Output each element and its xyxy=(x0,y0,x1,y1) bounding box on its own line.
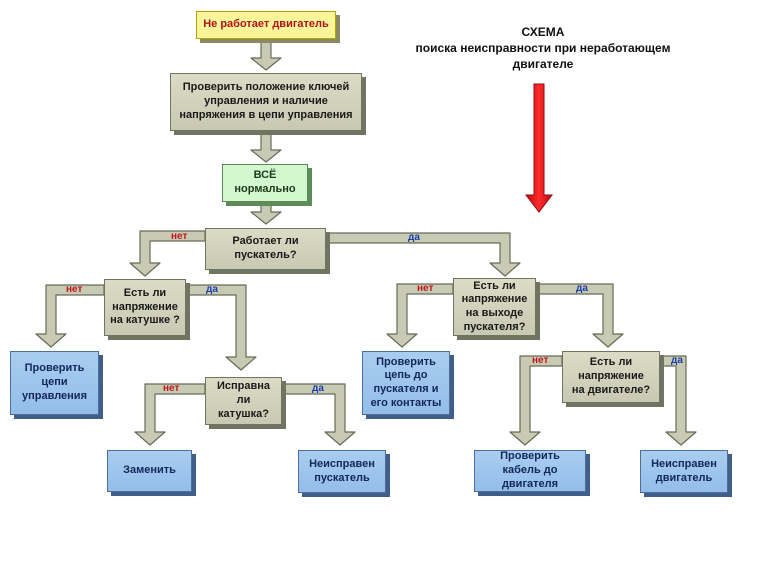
arrow-coil-voltage-yes xyxy=(185,284,257,371)
box-coil-voltage: Есть ли напряжение на катушке ? xyxy=(104,279,186,336)
box-coil-ok: Исправна ли катушка? xyxy=(205,377,282,425)
box-check-control: Проверить цепи управления xyxy=(10,351,99,415)
box-check-keys: Проверить положение ключей управления и … xyxy=(170,73,362,131)
box-starter-faulty: Неисправен пускатель xyxy=(298,450,386,493)
title-line-3: двигателе xyxy=(512,57,574,72)
label-coil-voltage-yes: да xyxy=(206,284,218,295)
arrow-check-to-ok xyxy=(250,131,282,163)
box-motor-faulty: Неисправен двигатель xyxy=(640,450,728,493)
box-check-starter-circuit: Проверить цепь до пускателя и его контак… xyxy=(362,351,450,415)
arrow-ok-to-starter xyxy=(250,201,282,225)
label-motor-yes: да xyxy=(671,355,683,366)
label-coil-voltage-no: нет xyxy=(66,284,83,295)
arrow-coil-voltage-no xyxy=(35,284,105,348)
arrow-coil-ok-yes xyxy=(281,383,356,446)
box-output-voltage: Есть ли напряжение на выходе пускателя? xyxy=(453,278,536,336)
arrow-output-yes xyxy=(535,283,624,348)
arrow-motor-no xyxy=(509,355,563,446)
arrow-output-no xyxy=(386,283,454,348)
arrow-coil-ok-no xyxy=(134,383,206,446)
arrow-motor-yes xyxy=(659,355,697,446)
arrow-starter-yes xyxy=(325,232,521,277)
label-coil-ok-yes: да xyxy=(312,383,324,394)
label-starter-yes: да xyxy=(408,232,420,243)
box-replace: Заменить xyxy=(107,450,192,492)
box-check-cable: Проверить кабель до двигателя xyxy=(474,450,586,492)
label-starter-no: нет xyxy=(171,231,188,242)
label-output-no: нет xyxy=(417,283,434,294)
box-motor-voltage: Есть ли напряжение на двигателе? xyxy=(562,351,660,403)
diagram-title: СХЕМА поиска неисправности при неработаю… xyxy=(383,24,703,73)
label-coil-ok-no: нет xyxy=(163,383,180,394)
label-motor-no: нет xyxy=(532,355,549,366)
box-starter-works: Работает ли пускатель? xyxy=(205,228,326,270)
arrow-start-to-check xyxy=(250,39,282,71)
arrow-starter-no xyxy=(129,230,206,277)
title-line-1: СХЕМА xyxy=(521,25,565,39)
label-output-yes: да xyxy=(576,283,588,294)
red-down-arrow xyxy=(524,83,554,213)
title-line-2: поиска неисправности при неработающем xyxy=(415,41,671,56)
box-all-ok: ВСЁ нормально xyxy=(222,164,308,202)
box-start: Не работает двигатель xyxy=(196,11,336,39)
